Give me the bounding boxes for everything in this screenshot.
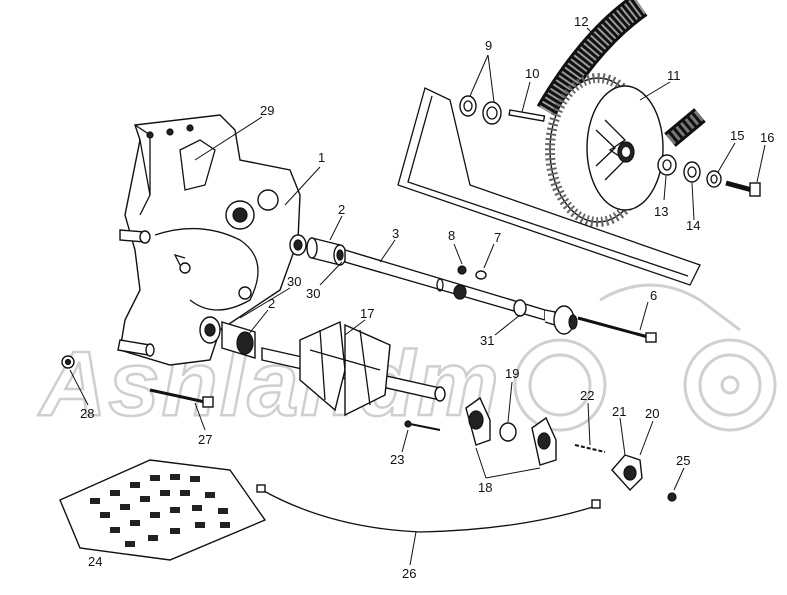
frame-outline: [397, 87, 701, 286]
callout-22: 22: [580, 388, 594, 403]
callout-2-upper: 2: [338, 202, 345, 217]
bolt-and-nut: [61, 355, 214, 408]
callout-19: 19: [505, 366, 519, 381]
callout-1: 1: [318, 150, 325, 165]
callout-14: 14: [686, 218, 700, 233]
callout-labels: 1 2 2 3 6 7 8 9 10 11 12 13 14 15 16 17 …: [80, 14, 774, 581]
track-drive-sprocket: [261, 320, 446, 417]
skid-plate: [59, 459, 267, 561]
callout-20: 20: [645, 406, 659, 421]
callout-23: 23: [390, 452, 404, 467]
upper-bearings: [289, 234, 347, 266]
callout-30-lower: 30: [306, 286, 320, 301]
callout-7: 7: [494, 230, 501, 245]
speedo-cable: [256, 484, 601, 533]
callout-13: 13: [654, 204, 668, 219]
leader-lines: [69, 27, 766, 566]
callout-9: 9: [485, 38, 492, 53]
callout-25: 25: [676, 453, 690, 468]
callout-27: 27: [198, 432, 212, 447]
nut-and-washer: [457, 265, 487, 280]
clutch-hardware: [459, 95, 761, 197]
callout-31: 31: [480, 333, 494, 348]
callout-6: 6: [650, 288, 657, 303]
watermark: Ashlandm: [38, 333, 501, 435]
callout-17: 17: [360, 306, 374, 321]
callout-15: 15: [730, 128, 744, 143]
callout-18: 18: [478, 480, 492, 495]
callout-10: 10: [525, 66, 539, 81]
watermark-wheel-icon: [513, 283, 777, 432]
callout-3: 3: [392, 226, 399, 241]
callout-11: 11: [667, 68, 681, 83]
callout-30-upper: 30: [287, 274, 301, 289]
lower-bearings: [199, 316, 256, 359]
drive-shaft: [344, 249, 657, 343]
callout-28: 28: [80, 406, 94, 421]
callout-26: 26: [402, 566, 416, 581]
callout-12: 12: [574, 14, 588, 29]
callout-21: 21: [612, 404, 626, 419]
callout-16: 16: [760, 130, 774, 145]
bearing-flanges: [404, 396, 557, 466]
drive-belt: [536, 0, 706, 147]
callout-8: 8: [448, 228, 455, 243]
callout-2-lower: 2: [268, 296, 275, 311]
chaincase-housing: [117, 114, 301, 366]
callout-29: 29: [260, 103, 274, 118]
callout-24: 24: [88, 554, 102, 569]
driven-clutch: [545, 73, 664, 227]
speedo-drive: [574, 444, 677, 502]
